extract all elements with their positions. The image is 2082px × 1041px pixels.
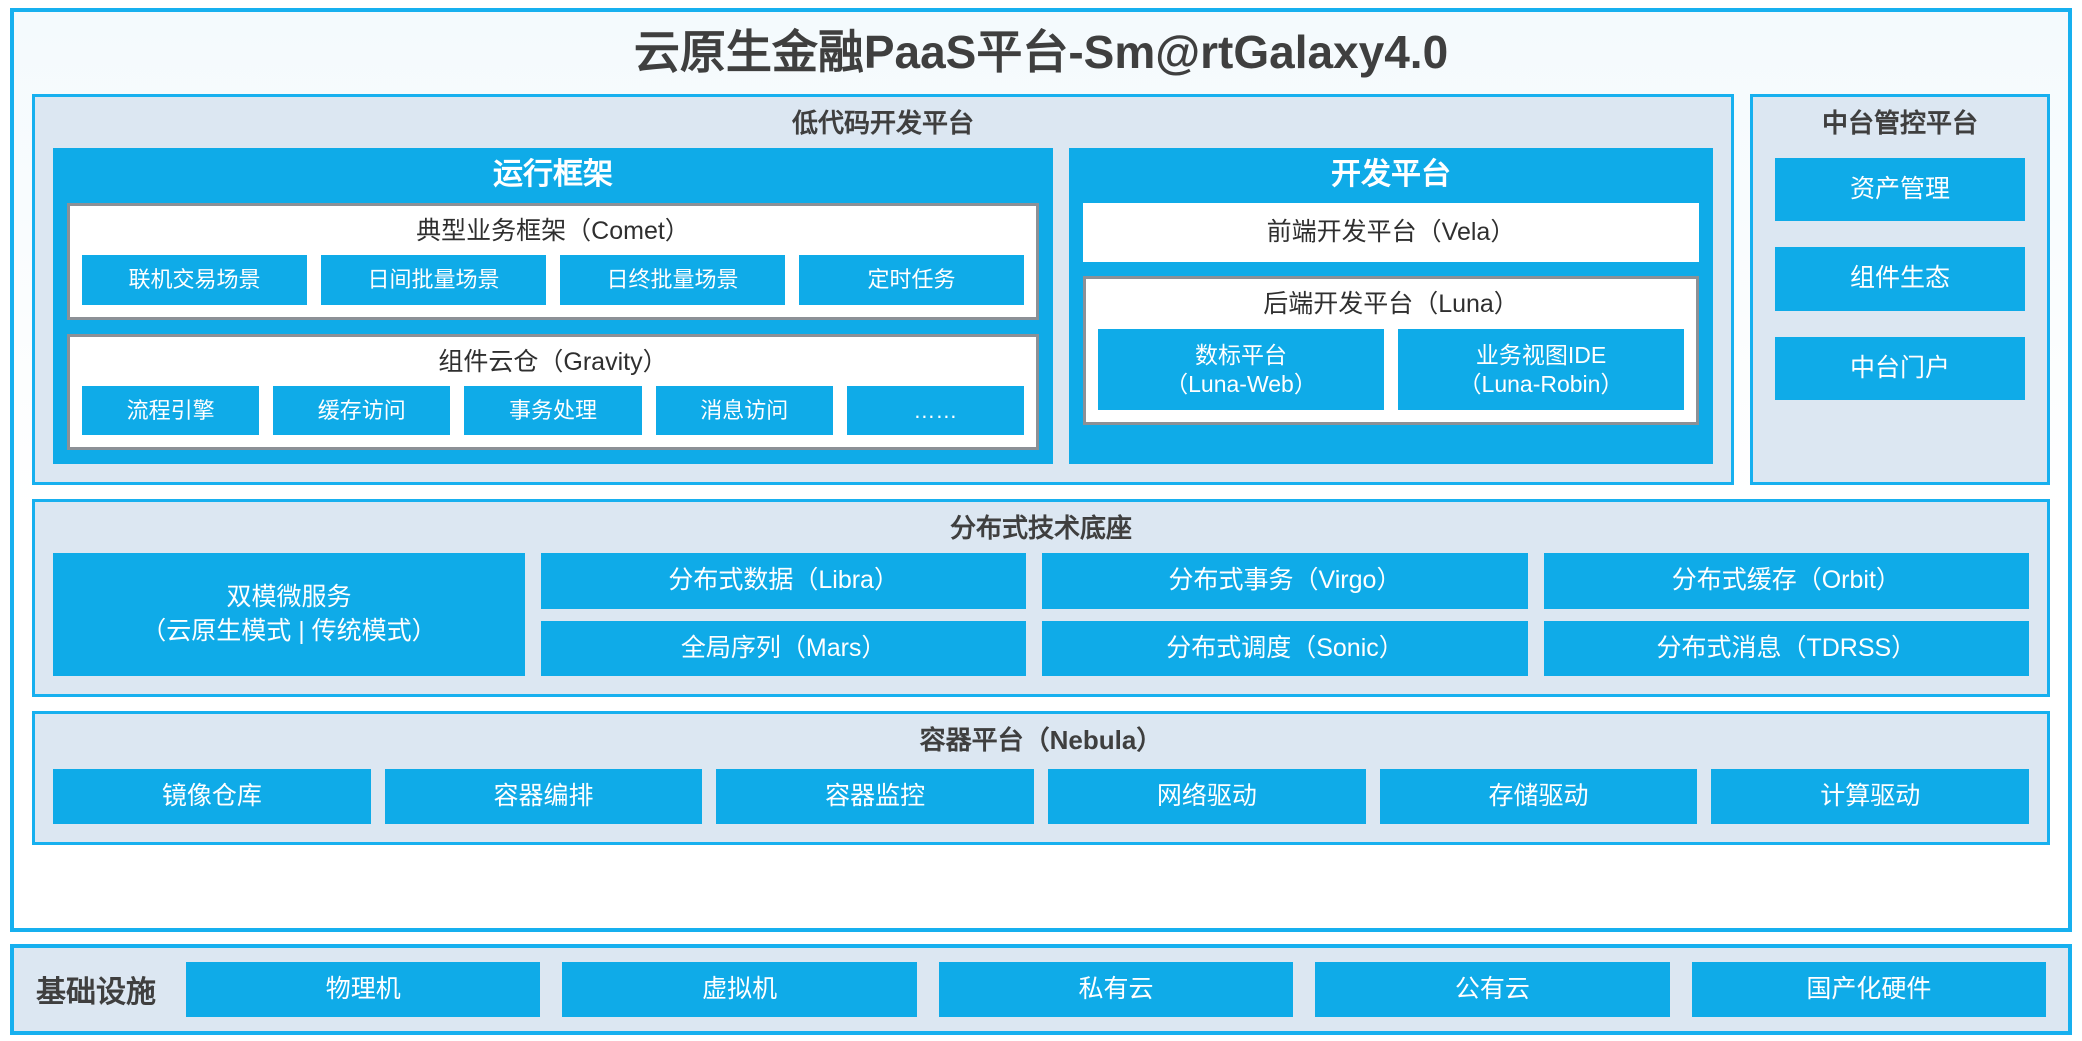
top-row: 低代码开发平台 运行框架 典型业务框架（Comet） 联机交易场景 日间批量场景… bbox=[32, 94, 2050, 486]
luna-robin-tile[interactable]: 业务视图IDE （Luna-Robin） bbox=[1398, 328, 1684, 411]
dual-mode-microservice-tile[interactable]: 双模微服务 （云原生模式 | 传统模式） bbox=[53, 553, 525, 677]
distributed-tile[interactable]: 分布式数据（Libra） bbox=[541, 553, 1027, 609]
distributed-foundation-panel: 分布式技术底座 双模微服务 （云原生模式 | 传统模式） 分布式数据（Libra… bbox=[32, 499, 2050, 698]
container-tile[interactable]: 容器监控 bbox=[716, 768, 1035, 825]
comet-tile[interactable]: 日间批量场景 bbox=[321, 255, 546, 305]
dual-mode-microservice-line1: 双模微服务 bbox=[226, 582, 352, 611]
luna-web-name: 数标平台 bbox=[1195, 341, 1287, 368]
runtime-framework-block: 运行框架 典型业务框架（Comet） 联机交易场景 日间批量场景 日终批量场景 … bbox=[53, 147, 1053, 465]
runtime-framework-title: 运行框架 bbox=[493, 157, 613, 191]
gravity-tile[interactable]: 缓存访问 bbox=[273, 386, 451, 436]
gravity-tile[interactable]: 流程引擎 bbox=[82, 386, 260, 436]
page-title: 云原生金融PaaS平台-Sm@rtGalaxy4.0 bbox=[633, 26, 1449, 78]
distributed-tile[interactable]: 分布式事务（Virgo） bbox=[1042, 553, 1528, 609]
container-tile[interactable]: 镜像仓库 bbox=[53, 768, 371, 825]
infrastructure-panel: 基础设施 物理机 虚拟机 私有云 公有云 国产化硬件 bbox=[10, 943, 2072, 1035]
comet-card-title: 典型业务框架（Comet） bbox=[416, 216, 690, 245]
distributed-column-1: 分布式数据（Libra） 全局序列（Mars） bbox=[541, 553, 1027, 677]
lowcode-platform-panel: 低代码开发平台 运行框架 典型业务框架（Comet） 联机交易场景 日间批量场景… bbox=[32, 94, 1734, 486]
infrastructure-tile-row: 物理机 虚拟机 私有云 公有云 国产化硬件 bbox=[186, 961, 2047, 1017]
luna-backend-title: 后端开发平台（Luna） bbox=[1263, 290, 1519, 319]
development-platform-title: 开发平台 bbox=[1331, 157, 1451, 191]
gravity-tile[interactable]: 消息访问 bbox=[655, 386, 833, 436]
distributed-tile[interactable]: 分布式缓存（Orbit） bbox=[1543, 553, 2029, 609]
container-platform-title: 容器平台（Nebula） bbox=[919, 725, 1163, 756]
gravity-tile-more[interactable]: …… bbox=[846, 386, 1025, 436]
infrastructure-tile[interactable]: 物理机 bbox=[186, 961, 541, 1017]
container-platform-panel: 容器平台（Nebula） 镜像仓库 容器编排 容器监控 网络驱动 存储驱动 计算… bbox=[32, 711, 2050, 846]
gravity-card-title: 组件云仓（Gravity） bbox=[438, 347, 668, 376]
comet-tile[interactable]: 联机交易场景 bbox=[82, 255, 307, 305]
container-tile[interactable]: 计算驱动 bbox=[1711, 768, 2030, 825]
luna-robin-code: （Luna-Robin） bbox=[1458, 370, 1624, 397]
comet-card: 典型业务框架（Comet） 联机交易场景 日间批量场景 日终批量场景 定时任务 bbox=[67, 202, 1039, 320]
luna-robin-name: 业务视图IDE bbox=[1475, 341, 1607, 368]
gravity-card: 组件云仓（Gravity） 流程引擎 缓存访问 事务处理 消息访问 …… bbox=[67, 333, 1039, 451]
infrastructure-tile[interactable]: 公有云 bbox=[1315, 961, 1670, 1017]
infrastructure-tile[interactable]: 私有云 bbox=[938, 961, 1294, 1017]
dual-mode-microservice-line2: （云原生模式 | 传统模式） bbox=[141, 616, 437, 645]
comet-tile[interactable]: 定时任务 bbox=[799, 255, 1024, 305]
management-platform-panel: 中台管控平台 资产管理 组件生态 中台门户 bbox=[1750, 94, 2050, 486]
gravity-tile-row: 流程引擎 缓存访问 事务处理 消息访问 …… bbox=[82, 386, 1025, 436]
distributed-column-2: 分布式事务（Virgo） 分布式调度（Sonic） bbox=[1042, 553, 1528, 677]
luna-web-tile[interactable]: 数标平台 （Luna-Web） bbox=[1098, 328, 1384, 411]
lowcode-platform-title: 低代码开发平台 bbox=[791, 108, 974, 139]
luna-backend-card: 后端开发平台（Luna） 数标平台 （Luna-Web） 业务视图IDE （Lu… bbox=[1083, 276, 1699, 426]
management-item-list: 资产管理 组件生态 中台门户 bbox=[1775, 157, 2025, 401]
luna-web-code: （Luna-Web） bbox=[1165, 370, 1317, 397]
dual-mode-microservice-column: 双模微服务 （云原生模式 | 传统模式） bbox=[53, 553, 525, 677]
container-tile[interactable]: 存储驱动 bbox=[1379, 768, 1698, 825]
main-platform-panel: 云原生金融PaaS平台-Sm@rtGalaxy4.0 低代码开发平台 运行框架 … bbox=[10, 8, 2072, 932]
infrastructure-label: 基础设施 bbox=[36, 976, 156, 1010]
management-item[interactable]: 组件生态 bbox=[1775, 247, 2025, 311]
distributed-tile[interactable]: 分布式调度（Sonic） bbox=[1042, 620, 1528, 677]
distributed-tile[interactable]: 全局序列（Mars） bbox=[541, 620, 1027, 677]
container-tile[interactable]: 容器编排 bbox=[384, 768, 703, 825]
luna-tile-row: 数标平台 （Luna-Web） 业务视图IDE （Luna-Robin） bbox=[1098, 328, 1684, 411]
comet-tile[interactable]: 日终批量场景 bbox=[560, 255, 785, 305]
distributed-tile[interactable]: 分布式消息（TDRSS） bbox=[1543, 620, 2029, 677]
container-tile-row: 镜像仓库 容器编排 容器监控 网络驱动 存储驱动 计算驱动 bbox=[53, 768, 2030, 825]
distributed-foundation-title: 分布式技术底座 bbox=[949, 513, 1132, 544]
distributed-column-3: 分布式缓存（Orbit） 分布式消息（TDRSS） bbox=[1543, 553, 2029, 677]
gravity-tile[interactable]: 事务处理 bbox=[464, 386, 642, 436]
container-tile[interactable]: 网络驱动 bbox=[1048, 768, 1366, 825]
management-item[interactable]: 资产管理 bbox=[1775, 157, 2025, 222]
management-platform-title: 中台管控平台 bbox=[1821, 108, 1978, 139]
comet-tile-row: 联机交易场景 日间批量场景 日终批量场景 定时任务 bbox=[82, 255, 1024, 305]
vela-frontend-card[interactable]: 前端开发平台（Vela） bbox=[1083, 202, 1699, 263]
lowcode-platform-body: 运行框架 典型业务框架（Comet） 联机交易场景 日间批量场景 日终批量场景 … bbox=[53, 147, 1713, 465]
infrastructure-tile[interactable]: 国产化硬件 bbox=[1691, 961, 2047, 1017]
development-platform-block: 开发平台 前端开发平台（Vela） 后端开发平台（Luna） 数标平台 （Lun… bbox=[1069, 147, 1713, 465]
distributed-foundation-body: 双模微服务 （云原生模式 | 传统模式） 分布式数据（Libra） 全局序列（M… bbox=[53, 553, 2029, 677]
infrastructure-tile[interactable]: 虚拟机 bbox=[562, 961, 917, 1017]
management-item[interactable]: 中台门户 bbox=[1775, 336, 2025, 401]
